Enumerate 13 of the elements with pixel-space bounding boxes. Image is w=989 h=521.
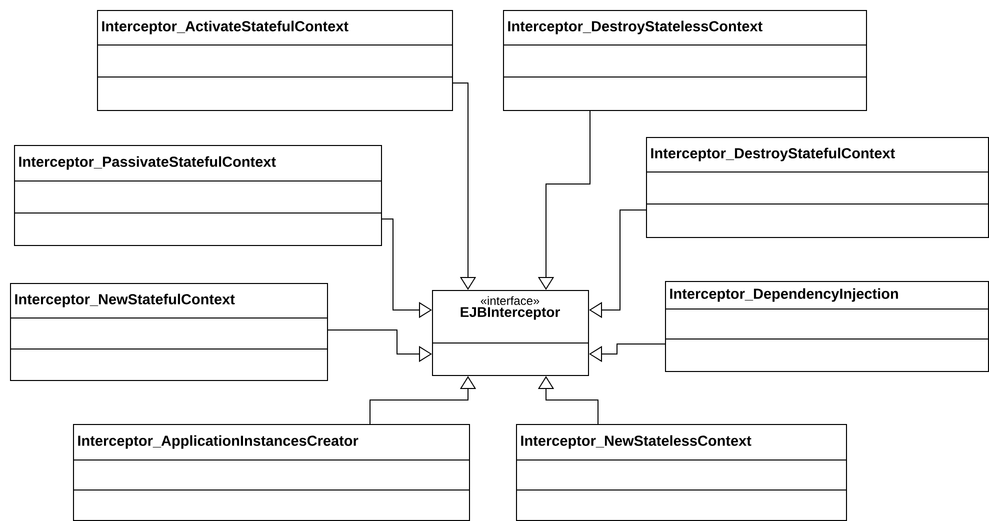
class-box: Interceptor_NewStatefulContext xyxy=(10,283,328,381)
class-box: Interceptor_DependencyInjection xyxy=(664,281,989,372)
arrow xyxy=(538,376,598,424)
arrow xyxy=(589,344,666,362)
class-box: Interceptor_DestroyStatefulContext xyxy=(646,137,989,238)
arrow xyxy=(589,210,646,318)
class-box: «interface» EJBInterceptor xyxy=(432,290,589,376)
class-box: Interceptor_PassivateStatefulContext xyxy=(14,145,382,246)
class-box: Interceptor_DestroyStatelessContext xyxy=(502,10,867,111)
class-box: Interceptor_ApplicationInstancesCreator xyxy=(72,424,470,521)
arrow xyxy=(452,82,476,290)
class-box: Interceptor_NewStatelessContext xyxy=(516,424,847,521)
class-box: Interceptor_ActivateStatefulContext xyxy=(96,10,453,111)
